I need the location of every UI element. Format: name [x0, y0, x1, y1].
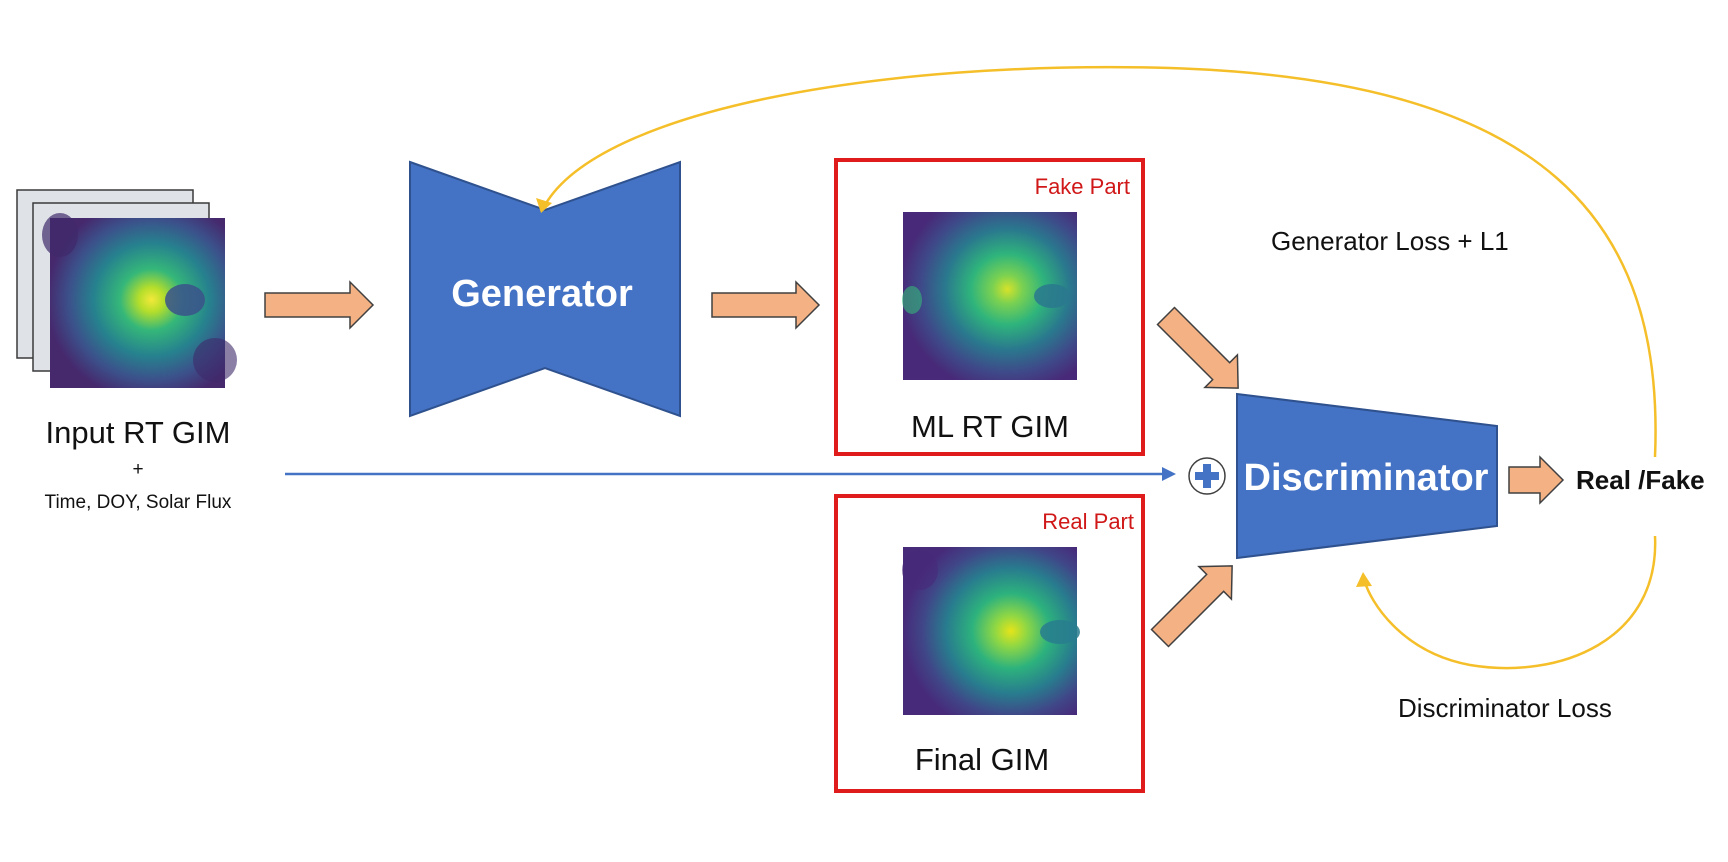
- arrow-generator-to-output: [711, 280, 821, 330]
- condition-connector-arrowhead: [1162, 467, 1176, 481]
- real-part-caption: Final GIM: [915, 742, 1049, 777]
- generator-feedback-arrowhead: [536, 198, 552, 213]
- real-part-tag: Real Part: [1042, 509, 1134, 534]
- fake-part-caption: ML RT GIM: [911, 409, 1069, 444]
- generator-feedback-curve: [543, 65, 1657, 458]
- input-features: Time, DOY, Solar Flux: [45, 492, 232, 513]
- discriminator-feedback-arrowhead: [1356, 572, 1372, 587]
- generator-label: Generator: [451, 273, 633, 315]
- real-part-frame: [834, 494, 1145, 793]
- fake-part-frame: [834, 158, 1145, 456]
- final-gim-heatmap: [902, 547, 1080, 715]
- arrow-input-to-generator: [264, 280, 375, 330]
- arrow-real-to-discriminator: [1150, 565, 1233, 648]
- discriminator-block: [1236, 392, 1498, 560]
- generator-loss-label: Generator Loss + L1: [1271, 226, 1509, 256]
- input-title: Input RT GIM: [46, 415, 231, 450]
- output-label: Real /Fake: [1576, 465, 1705, 495]
- arrow-fake-to-discriminator: [1156, 306, 1239, 389]
- arrow-discriminator-to-output: [1508, 455, 1565, 505]
- concatenate-plus-icon: [1188, 457, 1226, 495]
- fake-part-tag: Fake Part: [1035, 174, 1130, 199]
- discriminator-feedback-curve: [1363, 535, 1657, 670]
- input-stack: [16, 189, 237, 388]
- discriminator-label: Discriminator: [1244, 457, 1489, 499]
- discriminator-loss-label: Discriminator Loss: [1398, 693, 1612, 723]
- input-gim-heatmap: [42, 213, 237, 388]
- ml-rt-gim-heatmap: [902, 212, 1077, 380]
- input-plus: +: [132, 459, 143, 480]
- generator-block: [409, 160, 681, 418]
